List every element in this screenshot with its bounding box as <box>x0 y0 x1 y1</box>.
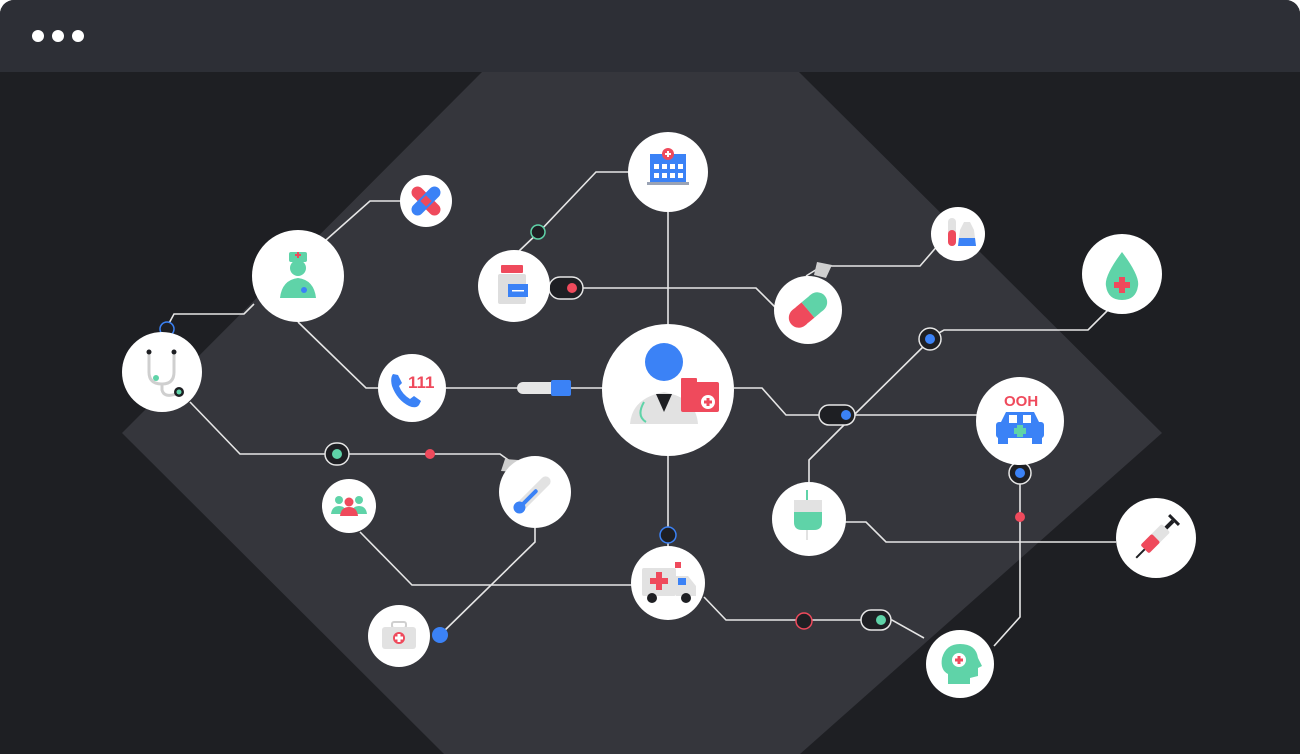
people-group-icon <box>331 496 367 516</box>
window-control-dot[interactable] <box>72 30 84 42</box>
window-titlebar <box>0 0 1300 72</box>
group-node[interactable] <box>322 479 376 533</box>
toggle-switch[interactable] <box>324 442 350 466</box>
toggle-switch[interactable] <box>860 609 892 631</box>
out-of-hours-car-icon <box>996 412 1044 444</box>
connector-dot <box>432 627 448 643</box>
toggle-switch[interactable] <box>1008 461 1032 485</box>
ambulance-node[interactable] <box>631 546 705 620</box>
first-aid-node[interactable] <box>368 605 430 667</box>
nurse-node[interactable] <box>252 230 344 322</box>
ambulance-icon <box>642 562 696 603</box>
clinician-hub-node[interactable] <box>602 324 734 456</box>
bandage-node[interactable] <box>400 175 452 227</box>
phone-number-label: 111 <box>408 373 435 392</box>
syringe-node[interactable] <box>1116 498 1196 578</box>
ooh-car-node[interactable]: OOH <box>976 377 1064 465</box>
stethoscope-node[interactable] <box>122 332 202 412</box>
nurse-icon <box>280 252 316 298</box>
plug-tab <box>814 262 832 278</box>
blood-drop-icon <box>1105 252 1139 300</box>
stethoscope-icon <box>147 352 177 397</box>
network-diagram: 111 <box>122 72 1196 754</box>
connector-dot <box>425 449 435 459</box>
medicine-jar-icon <box>498 265 528 304</box>
connector-dot <box>795 612 813 630</box>
toggle-switch[interactable] <box>818 404 856 426</box>
connector-dot <box>1015 512 1025 522</box>
phone-icon <box>391 374 421 408</box>
connector-dot <box>659 526 677 544</box>
connection-lines <box>166 171 1116 647</box>
connector-markers <box>159 224 1032 643</box>
medical-folder-icon <box>681 382 719 412</box>
test-tube-icon <box>948 218 976 246</box>
pill-node[interactable] <box>774 276 842 344</box>
hospital-node[interactable] <box>628 132 708 212</box>
connector-dot <box>530 224 546 240</box>
medicine-jar-node[interactable] <box>478 250 550 322</box>
probe-plug-icon <box>517 380 571 396</box>
toggle-switch[interactable] <box>918 327 942 351</box>
thermometer-node[interactable] <box>499 456 571 528</box>
lab-tubes-node[interactable] <box>931 207 985 261</box>
health-network-illustration: 111 <box>4 72 1296 754</box>
mental-health-node[interactable] <box>926 630 994 698</box>
capsule-icon <box>788 292 828 328</box>
window-control-dot[interactable] <box>32 30 44 42</box>
person-head-icon <box>645 343 683 381</box>
toggle-switch[interactable] <box>548 276 584 300</box>
first-aid-kit-icon <box>382 621 416 649</box>
iv-drip-icon <box>794 490 822 540</box>
thermometer-icon <box>513 476 551 514</box>
iv-drip-node[interactable] <box>772 482 846 556</box>
phone-111-node[interactable]: 111 <box>378 354 446 422</box>
blood-drop-node[interactable] <box>1082 234 1162 314</box>
syringe-icon <box>1135 513 1181 559</box>
window-control-dot[interactable] <box>52 30 64 42</box>
ooh-label: OOH <box>1004 393 1038 410</box>
